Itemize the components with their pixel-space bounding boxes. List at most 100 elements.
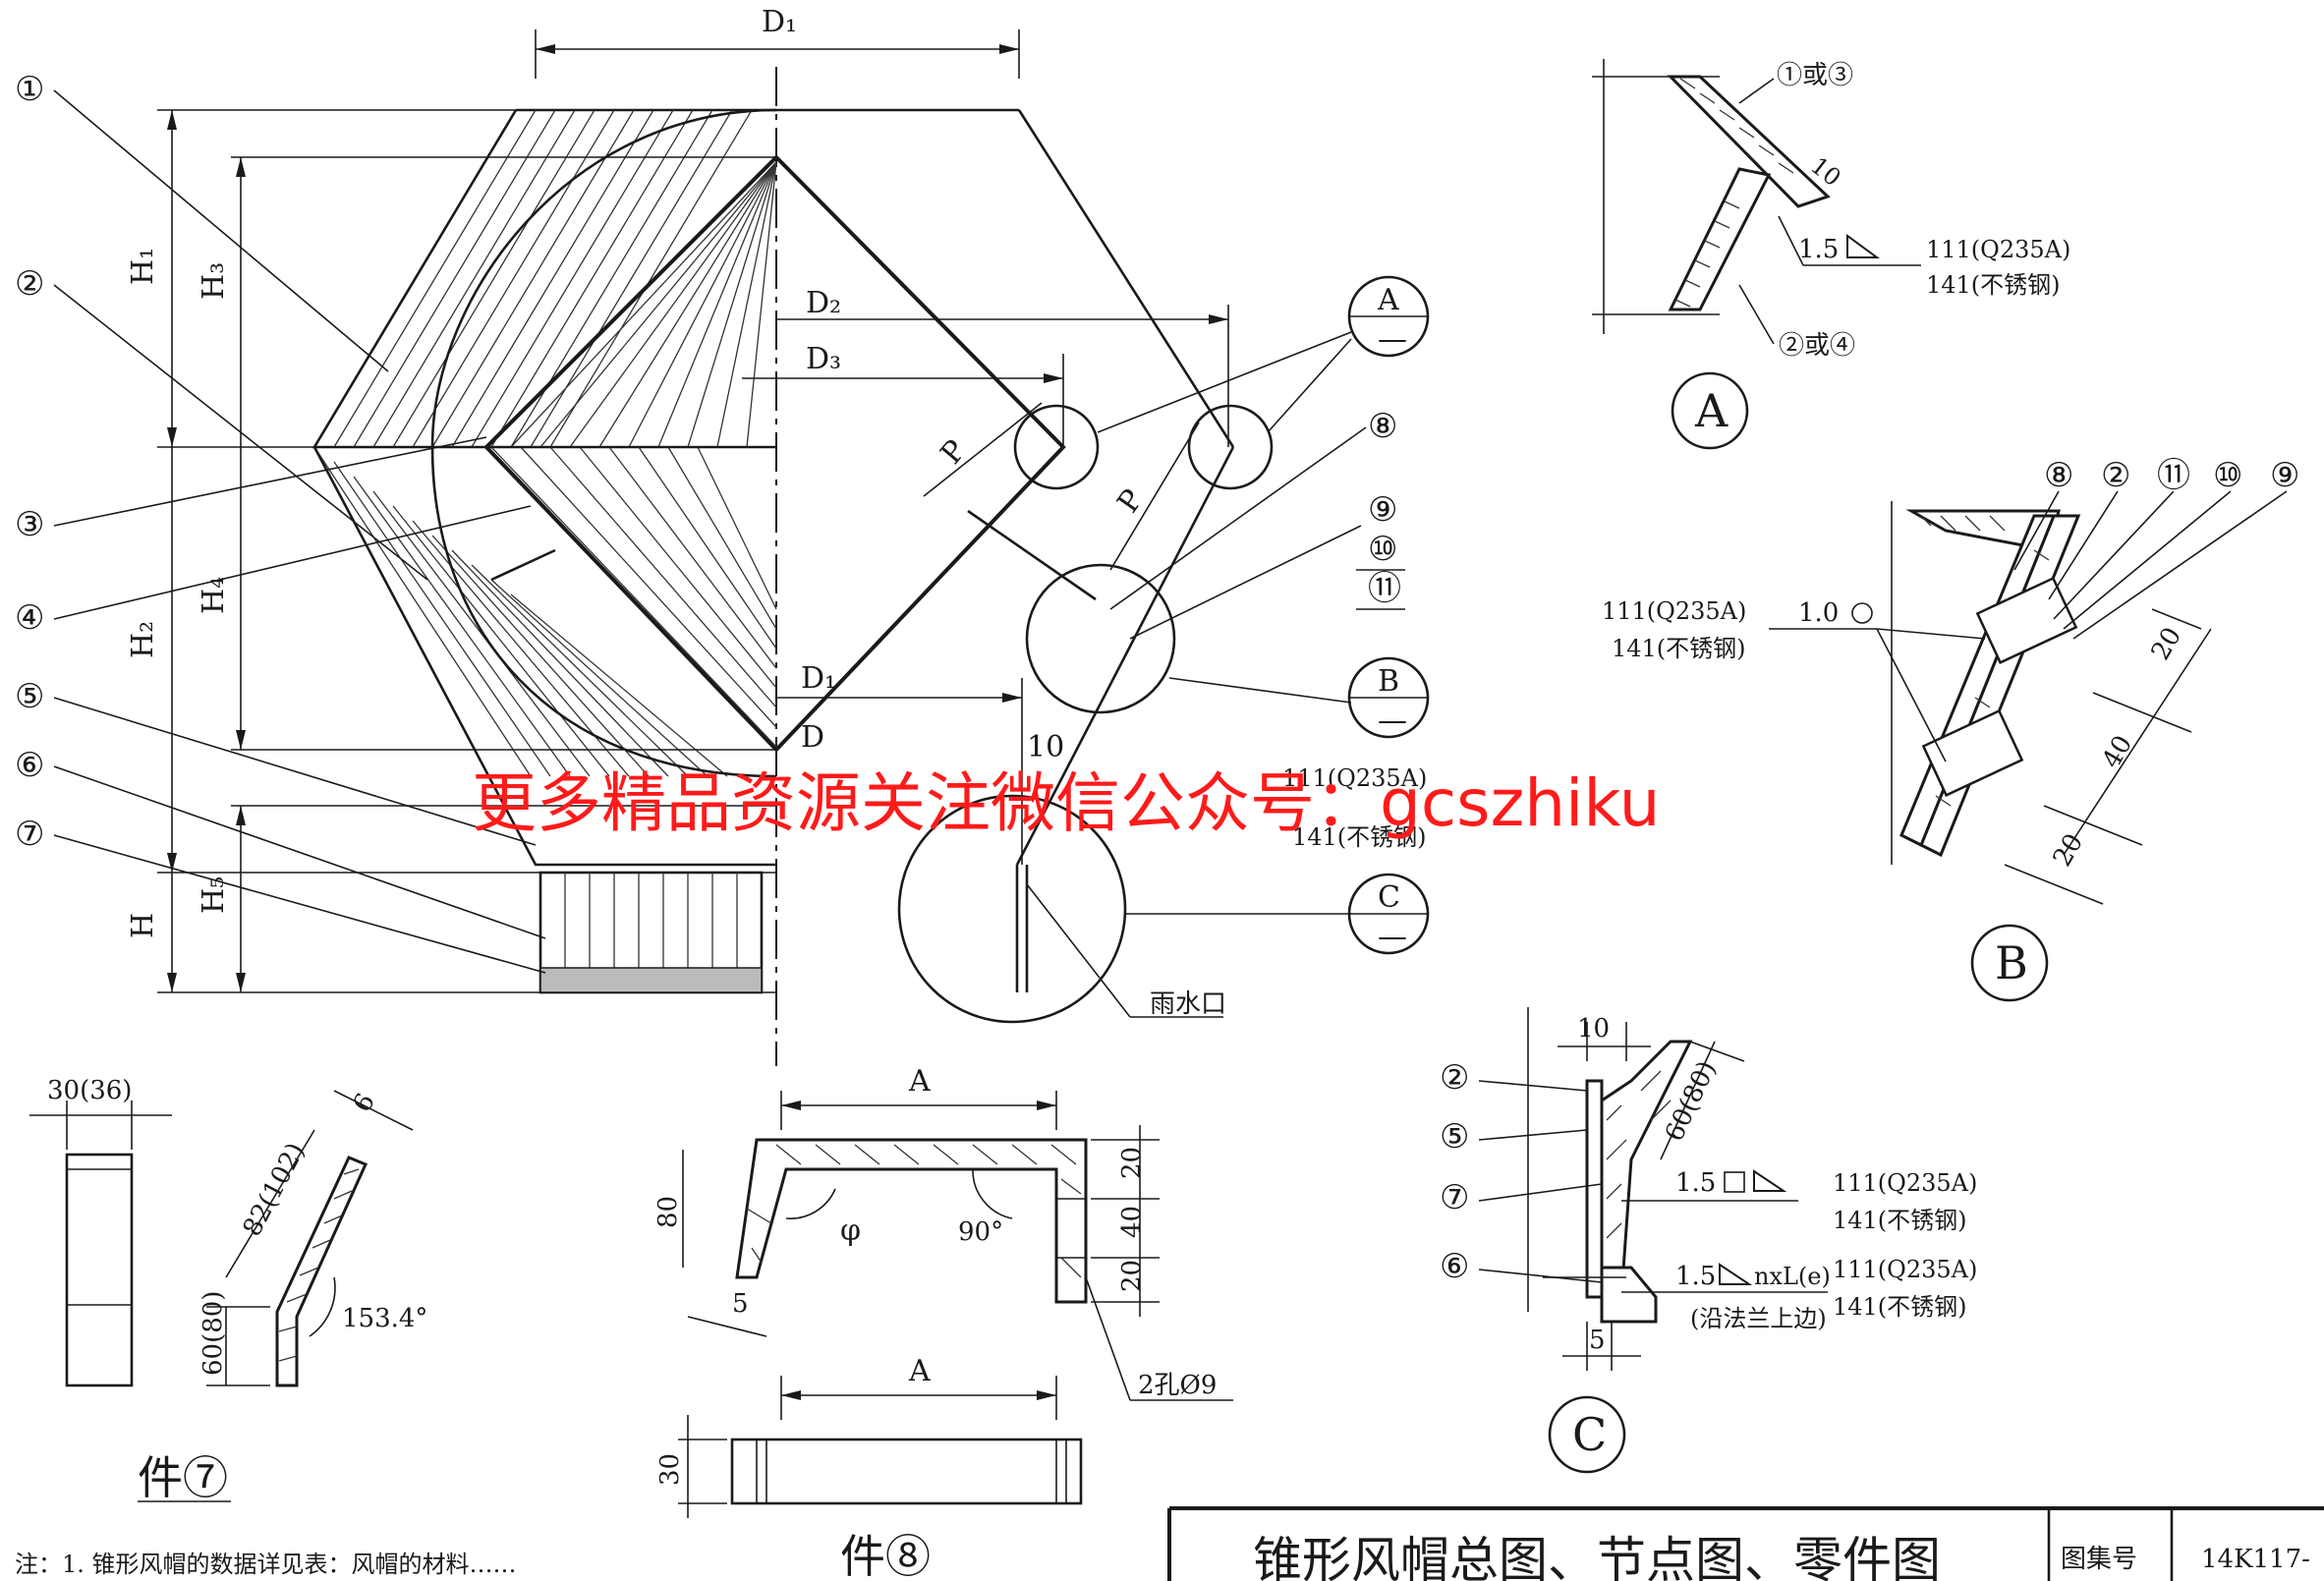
part8-title: 件⑧ [840, 1530, 931, 1581]
svg-text:1.0: 1.0 [1798, 598, 1839, 628]
svg-text:①: ① [15, 70, 44, 109]
svg-text:141(不锈钢): 141(不锈钢) [1833, 1207, 1967, 1234]
note-text: 注：1. 锥形风帽的数据详见表：风帽的材料…… [15, 1551, 517, 1578]
dim-d3: D₃ [806, 342, 841, 376]
dim-d1-top-label: D₁ [762, 5, 797, 39]
svg-text:—: — [1378, 704, 1407, 738]
svg-text:20: 20 [1117, 1260, 1147, 1292]
svg-text:⑦: ⑦ [1440, 1178, 1469, 1217]
overlay-weld: 111(Q235A) 141(不锈钢) [1282, 764, 1427, 851]
svg-text:111(Q235A): 111(Q235A) [1926, 236, 2070, 263]
svg-text:82(102): 82(102) [238, 1138, 312, 1241]
title-block: 锥形风帽总图、节点图、零件图 图集号 14K117- [1167, 1506, 2324, 1581]
dim-h: H [126, 913, 160, 938]
svg-text:⑩: ⑩ [2213, 456, 2242, 495]
svg-text:111(Q235A): 111(Q235A) [1833, 1169, 1977, 1197]
svg-text:⑥: ⑥ [1440, 1247, 1469, 1286]
svg-text:20: 20 [2146, 623, 2188, 666]
part-callouts-left: ① ② ③ ④ ⑤ ⑥ ⑦ [15, 70, 546, 974]
svg-text:111(Q235A): 111(Q235A) [1833, 1256, 1977, 1283]
svg-text:90°: 90° [958, 1217, 1003, 1247]
svg-text:φ: φ [840, 1214, 861, 1248]
svg-text:141(不锈钢): 141(不锈钢) [1926, 271, 2061, 299]
svg-text:C: C [1378, 880, 1400, 915]
svg-text:111(Q235A): 111(Q235A) [1282, 764, 1427, 792]
dim-h2: H₂ [126, 621, 160, 658]
svg-text:⑨: ⑨ [2270, 456, 2299, 495]
svg-text:⑥: ⑥ [15, 746, 44, 785]
part8: A 80 φ 90° 20 40 20 5 2孔Ø9 A 30 件⑧ [653, 1064, 1233, 1581]
dim-d1-mid: D₁ [801, 661, 836, 696]
svg-text:①或③: ①或③ [1777, 61, 1853, 90]
svg-text:②: ② [2101, 456, 2130, 495]
svg-text:A: A [1377, 283, 1399, 317]
inner-cone [483, 155, 1097, 752]
ref-a: A — [1347, 275, 1430, 358]
svg-text:⑪: ⑪ [2157, 456, 2190, 495]
svg-text:②: ② [1440, 1058, 1469, 1098]
svg-text:2孔Ø9: 2孔Ø9 [1138, 1371, 1217, 1400]
svg-text:30(36): 30(36) [47, 1076, 132, 1105]
svg-text:80: 80 [653, 1196, 683, 1228]
dim-h5: H₅ [197, 876, 231, 914]
svg-text:141(不锈钢): 141(不锈钢) [1612, 635, 1746, 662]
ref-b: B — [1347, 656, 1430, 739]
svg-text:雨水口: 雨水口 [1150, 989, 1226, 1019]
title-block-title: 锥形风帽总图、节点图、零件图 [1253, 1532, 1941, 1581]
dim-h3: H₃ [197, 262, 231, 300]
part7: 30(36) 6 82(102) 60(80) 153.4° 件⑦ [29, 1076, 427, 1504]
svg-text:④: ④ [15, 598, 44, 638]
detail-c-title: C [1572, 1408, 1607, 1461]
svg-text:A: A [908, 1064, 931, 1099]
atlas-number: 14K117- [2201, 1545, 2310, 1574]
detail-c: ② ⑤ ⑦ ⑥ 10 60(80) 1.5 111(Q235A) 141(不锈钢… [1440, 1007, 1977, 1474]
svg-text:⑨: ⑨ [1368, 490, 1397, 530]
svg-text:20: 20 [2048, 829, 2090, 873]
detail-b-title: B [1995, 936, 2028, 989]
svg-text:20: 20 [1117, 1147, 1147, 1179]
svg-text:60(80): 60(80) [198, 1291, 228, 1376]
svg-text:⑤: ⑤ [1440, 1117, 1469, 1157]
svg-text:⑧: ⑧ [2044, 456, 2073, 495]
svg-text:⑩: ⑩ [1368, 530, 1397, 569]
svg-text:②: ② [15, 264, 44, 304]
svg-text:⑤: ⑤ [15, 677, 44, 716]
svg-text:②或④: ②或④ [1779, 331, 1855, 361]
svg-text:B: B [1378, 664, 1399, 699]
svg-text:—: — [1378, 920, 1407, 954]
svg-text:6: 6 [348, 1089, 381, 1117]
svg-text:1.5: 1.5 [1798, 235, 1839, 264]
svg-text:—: — [1378, 322, 1407, 357]
dim-d2: D₂ [806, 286, 841, 320]
left-dims: H₁ H₃ H₂ H₄ H H₅ [126, 110, 246, 992]
base-lines [157, 109, 1029, 994]
dim-h1: H₁ [126, 248, 160, 285]
svg-text:⑧: ⑧ [1368, 407, 1397, 446]
ref-c: C — [1347, 873, 1430, 955]
outer-cone [312, 108, 1235, 867]
rain-outlet: 雨水口 [1150, 989, 1226, 1019]
dim-p-inner: P [935, 433, 974, 471]
dim-h4: H₄ [197, 577, 231, 614]
detail-circles [897, 331, 1352, 1024]
svg-text:111(Q235A): 111(Q235A) [1602, 597, 1746, 625]
svg-text:141(不锈钢): 141(不锈钢) [1833, 1293, 1967, 1321]
svg-text:5: 5 [732, 1289, 749, 1319]
svg-text:40: 40 [2097, 731, 2139, 774]
svg-text:⑪: ⑪ [1368, 569, 1401, 608]
svg-text:⑦: ⑦ [15, 815, 44, 854]
svg-text:40: 40 [1117, 1206, 1147, 1238]
svg-text:③: ③ [15, 505, 44, 544]
detail-b: ⑧ ② ⑪ ⑩ ⑨ 111(Q235A) 141(不锈钢) 1.0 20 40 … [1602, 456, 2299, 1002]
dim-d: D [801, 720, 824, 755]
detail-a: ①或③ ②或④ 10 1.5 111(Q235A) 141(不锈钢) A [1592, 59, 2070, 450]
detail-a-title: A [1694, 384, 1729, 437]
watermark: 更多精品资源关注微信公众号：gcszhiku [472, 765, 1660, 841]
svg-text:30: 30 [655, 1453, 685, 1486]
dim-d1-top: D₁ [535, 5, 1020, 79]
atlas-label: 图集号 [2061, 1545, 2137, 1574]
svg-text:1.5: 1.5 [1675, 1168, 1716, 1198]
svg-text:10: 10 [1577, 1014, 1610, 1044]
dim-10-top: 10 [1027, 730, 1064, 764]
